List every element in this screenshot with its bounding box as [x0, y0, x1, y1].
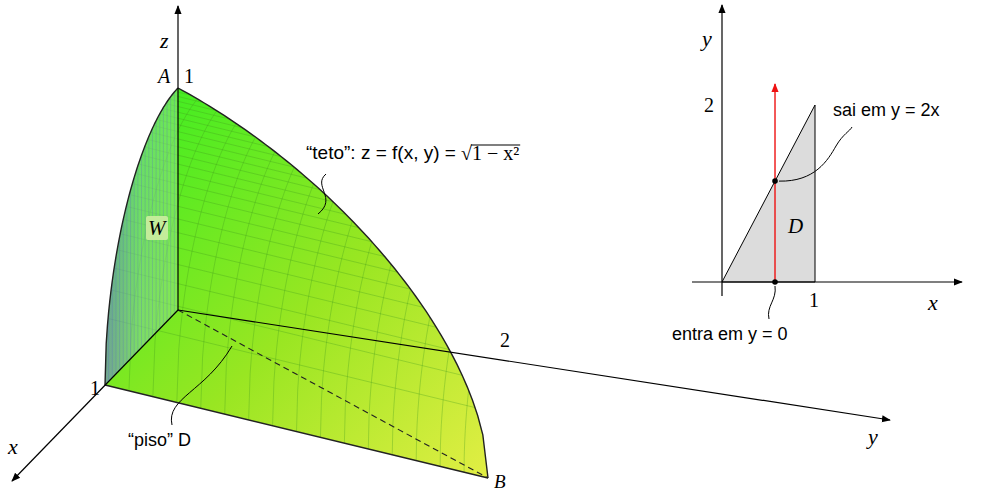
- axis-label: x: [8, 434, 18, 459]
- point-label-box: B: [494, 471, 506, 494]
- tick-value-box: 1: [90, 376, 100, 400]
- surface-mesh: [108, 91, 475, 472]
- surface-label-box: “teto”: z = f(x, y) =: [306, 142, 456, 165]
- tick-value-box: 1: [184, 64, 194, 88]
- callout-label-box: entra em y = 0: [672, 324, 788, 346]
- callout-label: entra em y = 0: [672, 324, 788, 344]
- axis-label-box: y: [702, 26, 712, 52]
- axis-label: y: [702, 26, 712, 51]
- solid-w: [105, 88, 488, 478]
- tick-value: 1: [184, 65, 194, 87]
- wall-face: [105, 88, 178, 385]
- surface-formula-box: √1 − x²: [461, 141, 519, 165]
- tick-value: 1: [90, 377, 100, 399]
- solid-label: W: [146, 216, 168, 240]
- solid-label-box: W: [146, 216, 168, 241]
- axis-label-box: x: [928, 290, 938, 316]
- axes-3d: [12, 6, 890, 481]
- axis-label: y: [868, 424, 878, 449]
- leader-lines: [171, 174, 326, 425]
- surface-formula: √1 − x²: [461, 142, 519, 164]
- leader-line: [768, 286, 775, 319]
- tick-value: 1: [809, 289, 819, 311]
- y-axis: [721, 5, 722, 296]
- point-label: B: [494, 471, 506, 492]
- leader-line: [779, 127, 852, 181]
- region-d-plane: [692, 5, 962, 319]
- wall-mesh: [109, 92, 175, 381]
- axis-label-box: y: [868, 424, 878, 450]
- region-label-box: D: [788, 214, 803, 239]
- floor-label-box: “piso” D: [128, 430, 191, 452]
- point-label-box: A: [158, 64, 170, 88]
- axis-label-box: x: [8, 434, 18, 460]
- solid-edges: [105, 88, 488, 478]
- tick-value: 2: [704, 94, 714, 116]
- roof-surface: [105, 88, 488, 478]
- axis-label: z: [160, 28, 169, 53]
- callout-label: sai em y = 2x: [833, 100, 940, 120]
- entry-dot: [772, 279, 778, 285]
- exit-dot: [772, 178, 778, 184]
- point-label: A: [158, 65, 170, 87]
- callout-label-box: sai em y = 2x: [833, 100, 940, 122]
- axis-label-box: z: [160, 28, 169, 54]
- floor-label: “piso” D: [128, 430, 191, 450]
- tick-value-box: 1: [809, 288, 819, 312]
- axis-label: x: [928, 290, 938, 315]
- x-axis: [692, 281, 962, 282]
- surface-label: “teto”: z = f(x, y) =: [306, 142, 456, 163]
- tick-value: 2: [500, 329, 510, 351]
- tick-value-box: 2: [500, 328, 510, 352]
- tick-value-box: 2: [704, 93, 714, 117]
- region-label: D: [788, 214, 803, 238]
- region-d: [722, 105, 815, 282]
